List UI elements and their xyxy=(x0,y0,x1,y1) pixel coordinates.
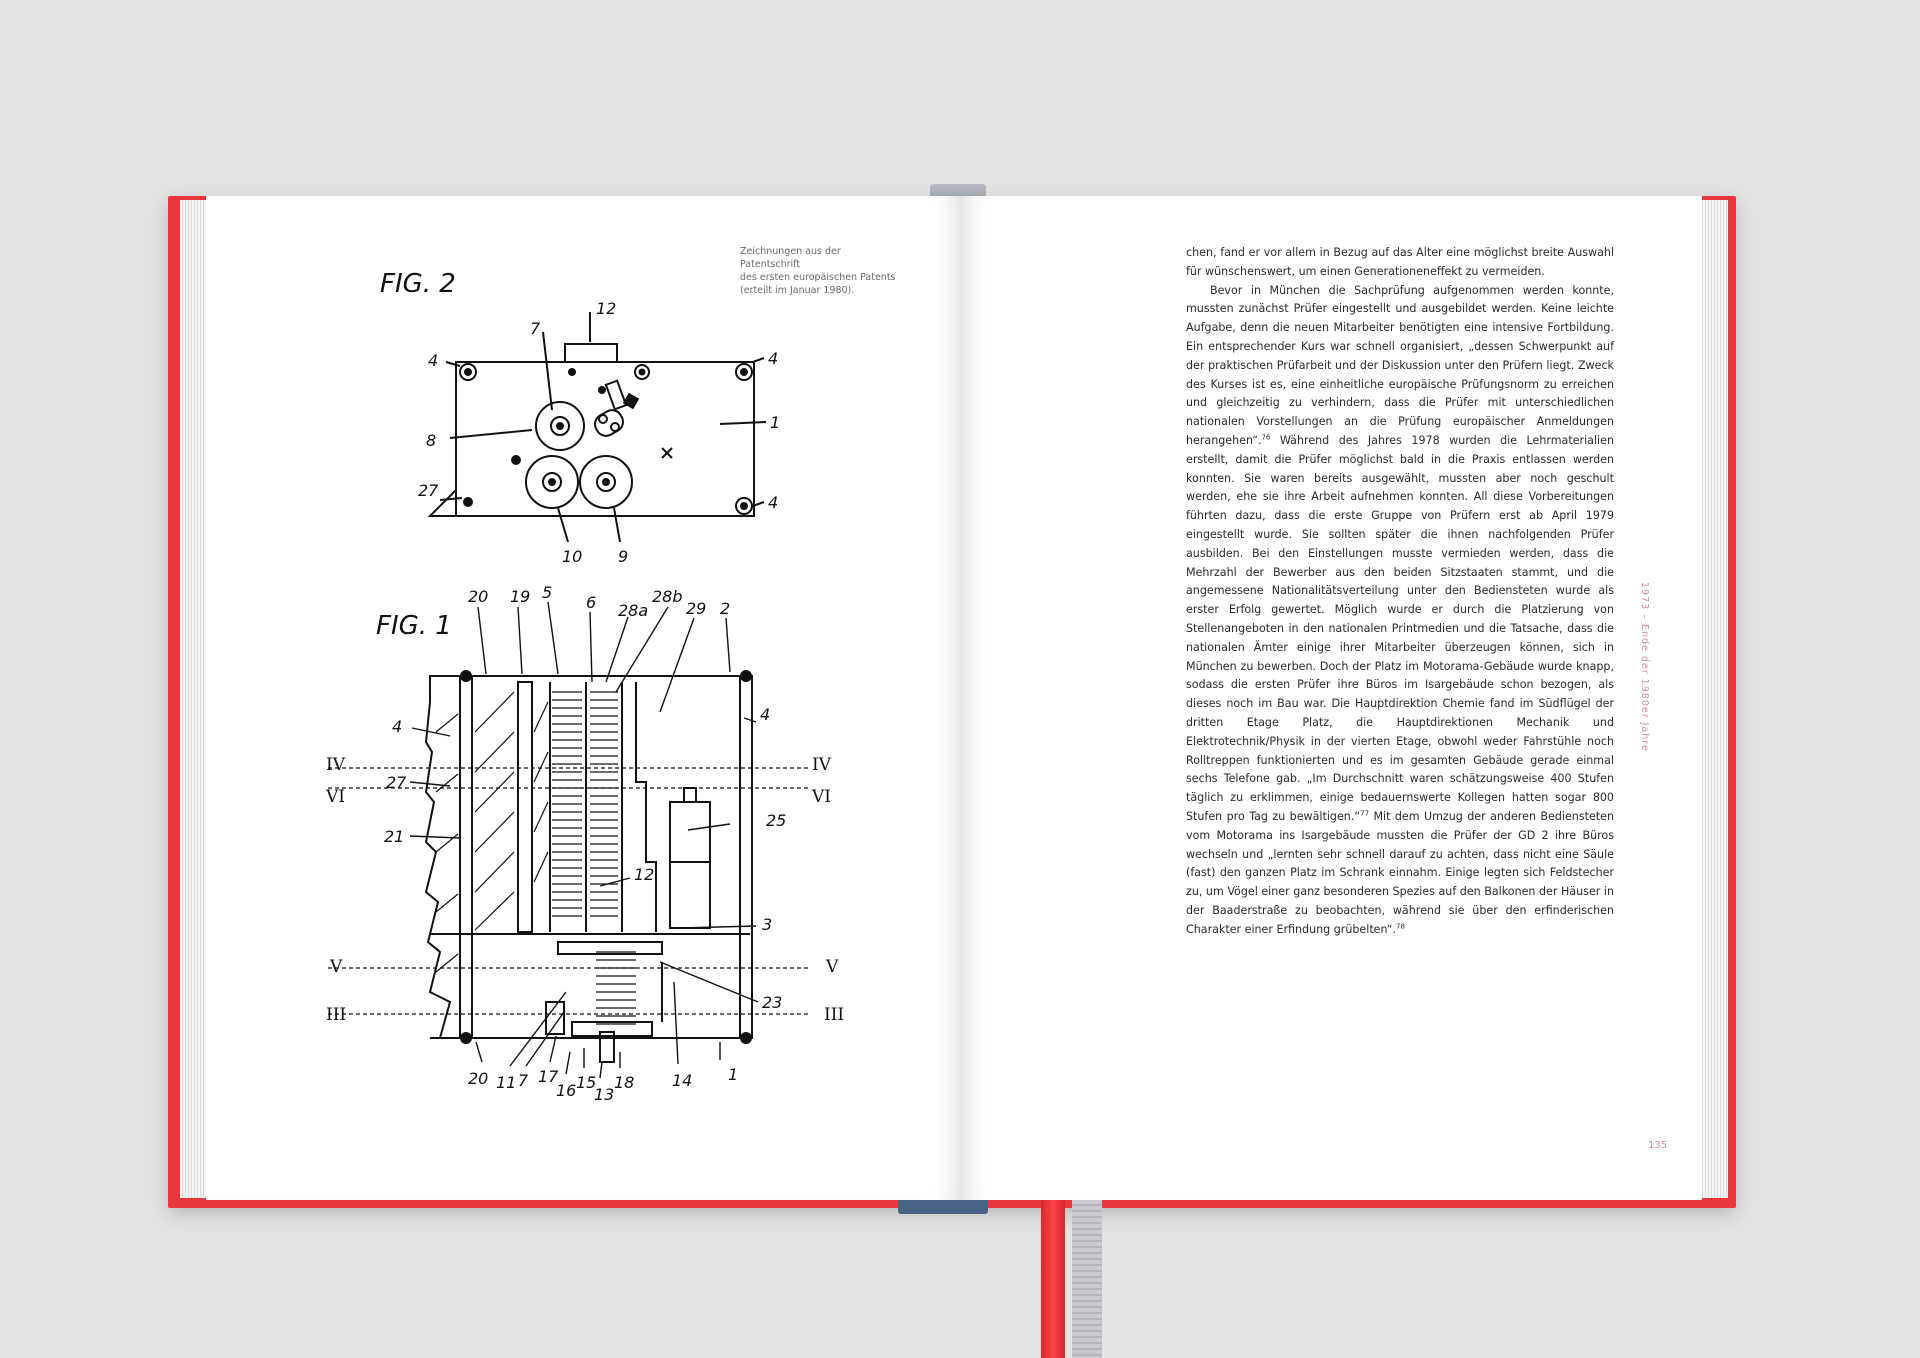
fig1-label: 25 xyxy=(766,811,786,830)
bookmark-ribbon-red[interactable] xyxy=(1041,1200,1065,1358)
page-edges-left xyxy=(180,200,210,1198)
fig1-title: FIG. 1 xyxy=(376,611,452,641)
fig1-label: 4 xyxy=(392,717,402,736)
footnote-ref[interactable]: 78 xyxy=(1396,922,1405,930)
fig1-label: 2 xyxy=(720,599,730,618)
paragraph-part: Mit dem Umzug der anderen Bediensteten v… xyxy=(1186,809,1614,936)
patent-drawing: FIG. 2 12 7 4 4 8 1 27 xyxy=(325,269,844,1102)
fig1-label: 6 xyxy=(586,593,596,612)
fig2-label: 4 xyxy=(428,351,438,370)
fig1-label: 28b xyxy=(652,587,683,606)
bookmark-ribbon-grey[interactable] xyxy=(1072,1200,1102,1358)
fig2-label: 12 xyxy=(596,299,616,318)
running-head: 1973 – Ende der 1980er Jahre xyxy=(1639,582,1650,752)
fig1-label: 23 xyxy=(762,993,782,1012)
fig1-label: 3 xyxy=(762,915,772,934)
fig1-label: 17 xyxy=(538,1067,559,1086)
fig2-label: 4 xyxy=(768,493,778,512)
fig1-label: 11 xyxy=(496,1073,516,1092)
fig2-title: FIG. 2 xyxy=(380,269,456,299)
left-page xyxy=(206,196,962,1200)
body-text: chen, fand er vor allem in Bezug auf das… xyxy=(1186,244,1614,939)
paragraph-part: Bevor in München die Sachprüfung aufgeno… xyxy=(1186,283,1614,447)
fig1-label: 19 xyxy=(510,587,530,606)
paragraph: Bevor in München die Sachprüfung aufgeno… xyxy=(1186,282,1614,940)
section-mark: V xyxy=(825,957,839,977)
fig1-label: 16 xyxy=(556,1081,576,1100)
fig2-label: 4 xyxy=(768,349,778,368)
fig1-label: 7 xyxy=(518,1071,529,1090)
fig1-label: 5 xyxy=(542,583,552,602)
section-mark: VI xyxy=(325,787,345,807)
paragraph: chen, fand er vor allem in Bezug auf das… xyxy=(1186,246,1614,278)
footnote-ref[interactable]: 76 xyxy=(1261,433,1271,442)
fig2-label: 9 xyxy=(618,547,628,566)
fig1-label: 12 xyxy=(634,865,654,884)
section-mark: VI xyxy=(811,787,831,807)
fig1-label: 20 xyxy=(468,587,488,606)
section-mark: IV xyxy=(812,755,832,775)
section-mark: III xyxy=(326,1005,346,1025)
right-page xyxy=(962,196,1702,1200)
figure-caption: Zeichnungen aus der Patentschrift des er… xyxy=(740,246,896,296)
fig1-label: 21 xyxy=(384,827,404,846)
section-mark: V xyxy=(329,957,343,977)
fig2-label: 27 xyxy=(418,481,439,500)
fig1-label: 14 xyxy=(672,1071,692,1090)
fig1-label: 20 xyxy=(468,1069,488,1088)
fig1-label: 18 xyxy=(614,1073,634,1092)
paragraph-part: Während des Jahres 1978 wurden die Lehrm… xyxy=(1186,433,1614,823)
fig1-label: 29 xyxy=(686,599,706,618)
section-mark: III xyxy=(824,1005,844,1025)
footnote-ref[interactable]: 77 xyxy=(1360,809,1370,818)
fig1-label: 15 xyxy=(576,1073,596,1092)
fig2-label: 8 xyxy=(426,431,436,450)
section-mark: IV xyxy=(326,755,346,775)
fig1-label: 27 xyxy=(386,773,407,792)
fig1-label: 28a xyxy=(618,601,648,620)
fig2-label: 7 xyxy=(530,319,541,338)
fig2-label: 10 xyxy=(562,547,582,566)
fig2-label: 1 xyxy=(770,413,780,432)
spine-bottom xyxy=(898,1200,988,1214)
fig1-label: 13 xyxy=(594,1085,614,1102)
fig1-label: 1 xyxy=(728,1065,738,1084)
page-number: 135 xyxy=(1648,1140,1668,1151)
fig1-label: 4 xyxy=(760,705,770,724)
